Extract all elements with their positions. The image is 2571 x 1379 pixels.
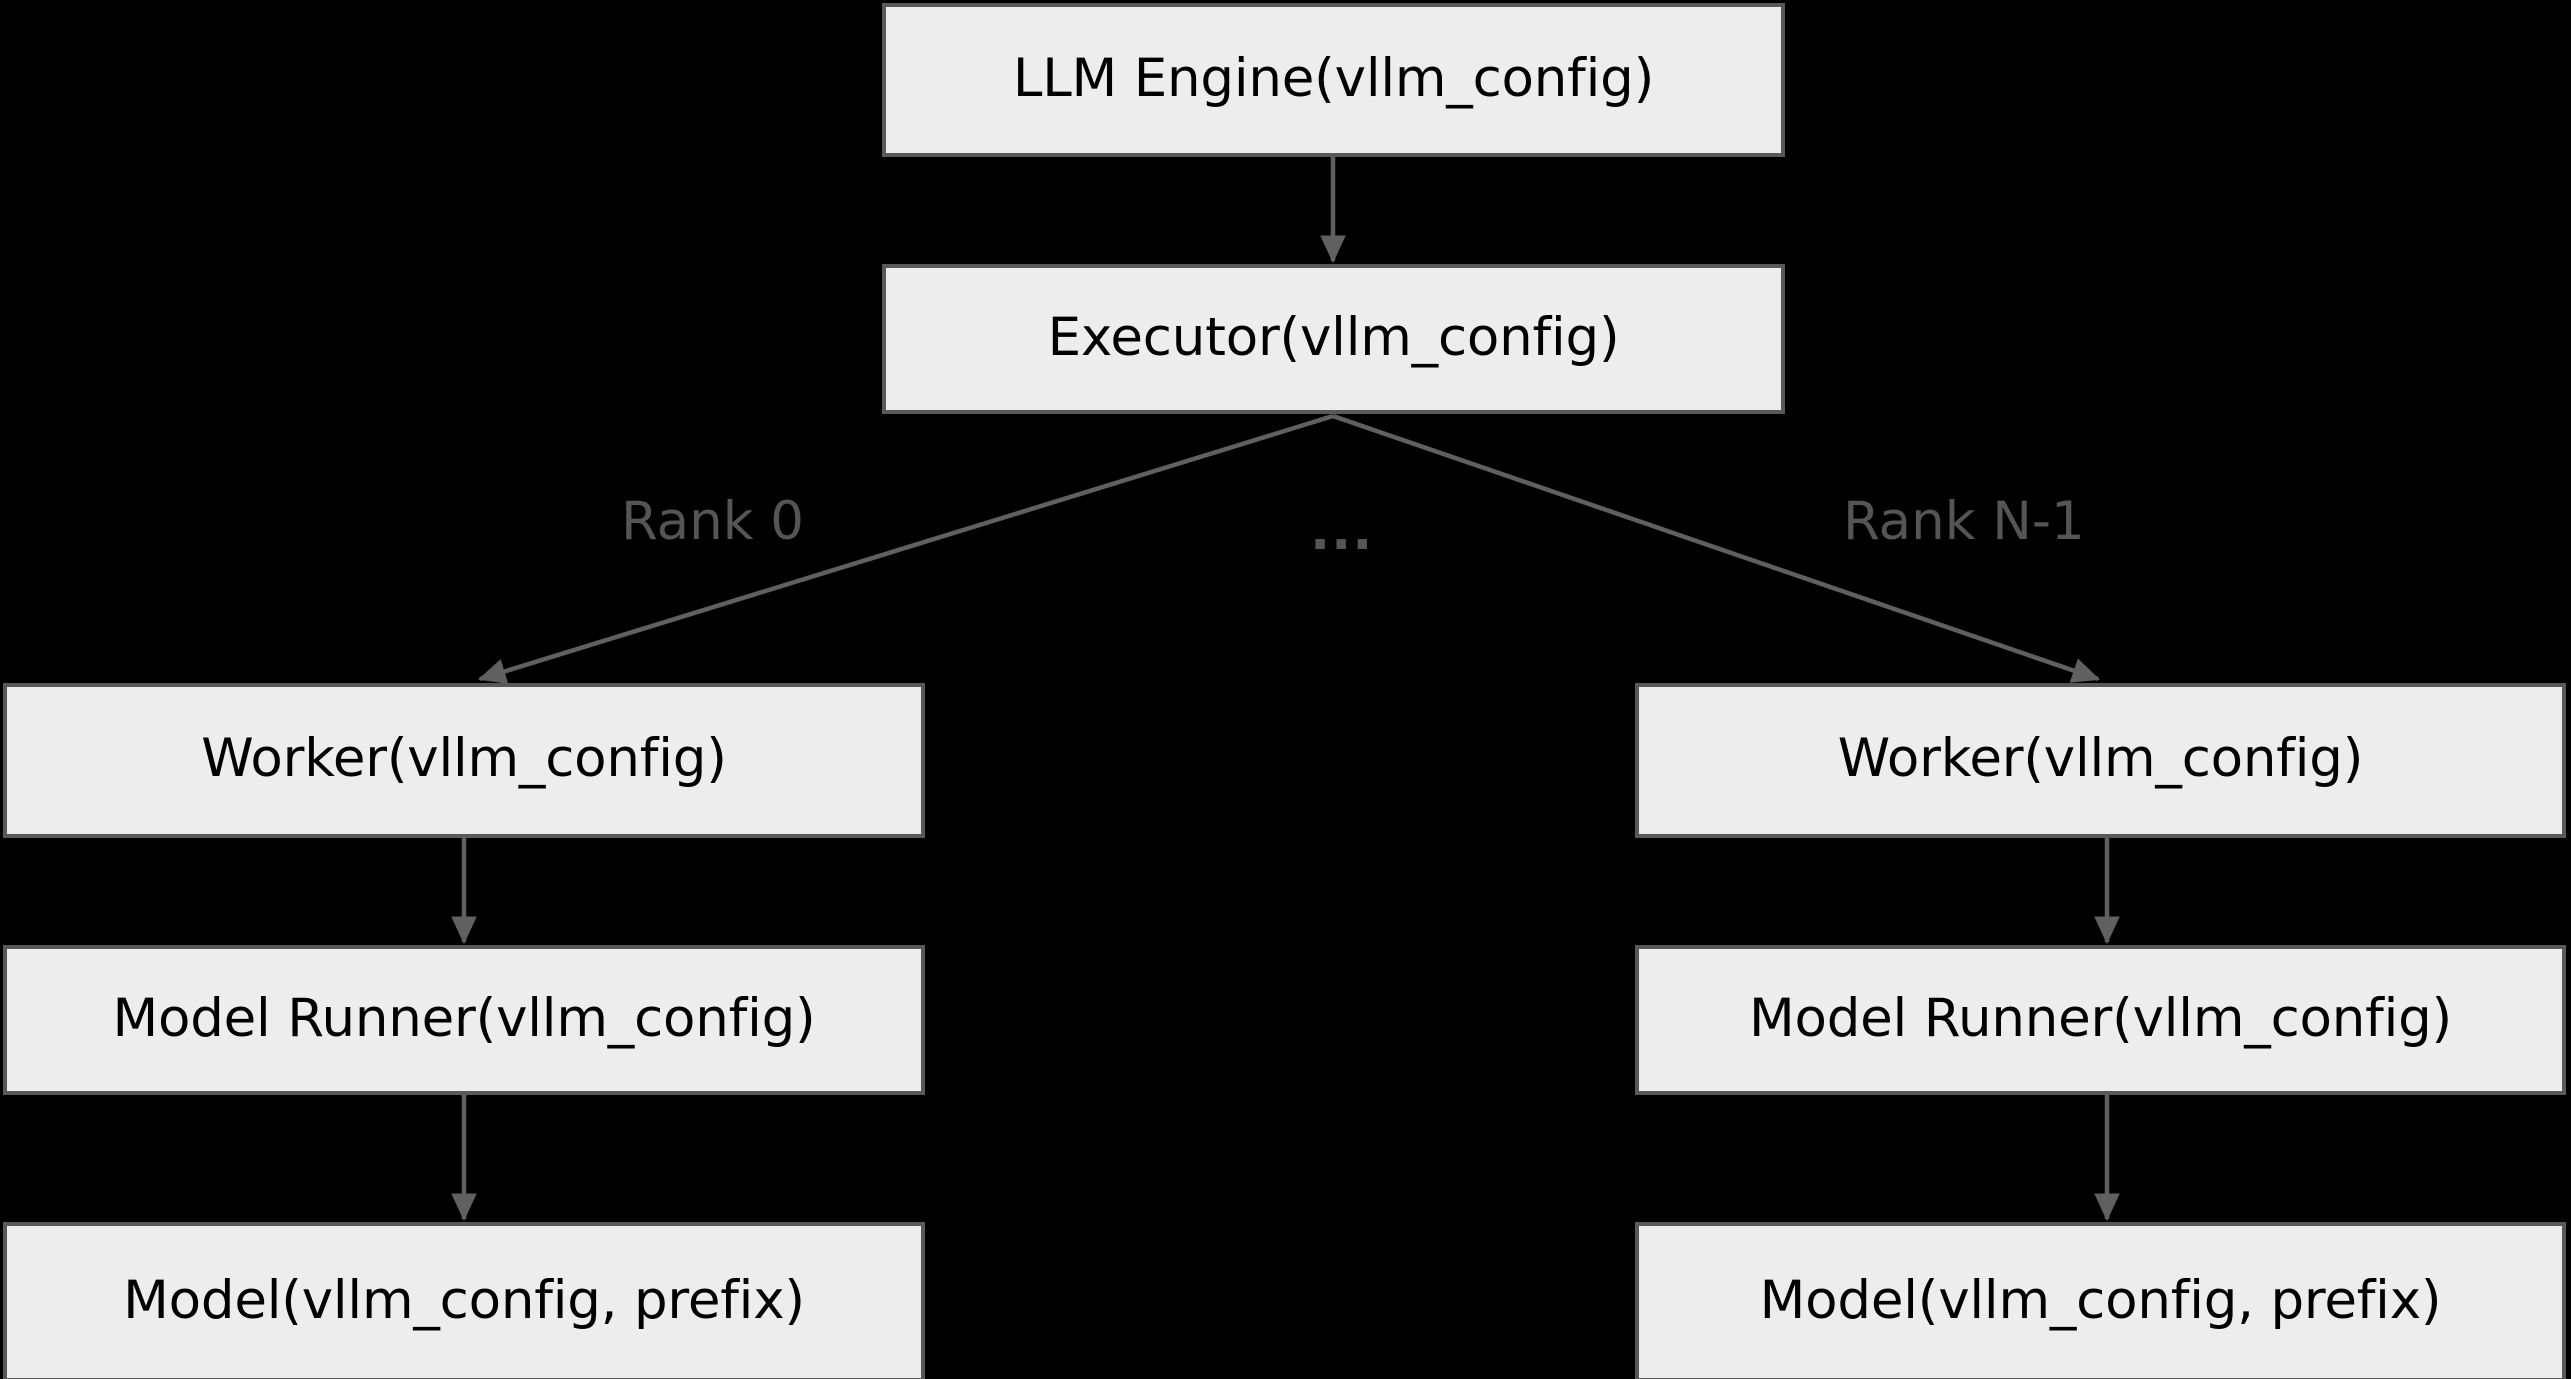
node-model-rankn-label: Model(vllm_config, prefix) xyxy=(1759,1269,2442,1331)
node-model-runner-rank0[interactable]: Model Runner(vllm_config) xyxy=(3,945,925,1095)
edge-label-rank-n: Rank N-1 xyxy=(1843,491,2085,552)
edge-executor-to-worker-rank0 xyxy=(477,413,1334,684)
node-model-runner-rankn[interactable]: Model Runner(vllm_config) xyxy=(1635,945,2566,1095)
node-model-rankn[interactable]: Model(vllm_config, prefix) xyxy=(1635,1222,2566,1379)
node-worker-rank0-label: Worker(vllm_config) xyxy=(201,728,727,789)
node-model-rank0-label: Model(vllm_config, prefix) xyxy=(123,1269,805,1331)
node-worker-rankn-label: Worker(vllm_config) xyxy=(1837,728,2364,789)
node-model-runner-rankn-label: Model Runner(vllm_config) xyxy=(1748,987,2453,1049)
node-model-rank0[interactable]: Model(vllm_config, prefix) xyxy=(3,1222,925,1379)
node-llm-engine[interactable]: LLM Engine(vllm_config) xyxy=(882,3,1785,157)
node-executor-label: Executor(vllm_config) xyxy=(1047,306,1620,368)
node-worker-rankn[interactable]: Worker(vllm_config) xyxy=(1635,683,2566,838)
edge-label-rank-0: Rank 0 xyxy=(621,491,804,552)
node-llm-engine-label: LLM Engine(vllm_config) xyxy=(1012,47,1655,109)
edge-label-ellipsis: ... xyxy=(1310,501,1374,562)
node-model-runner-rank0-label: Model Runner(vllm_config) xyxy=(112,987,816,1049)
node-executor[interactable]: Executor(vllm_config) xyxy=(882,264,1785,414)
node-worker-rank0[interactable]: Worker(vllm_config) xyxy=(3,683,925,838)
